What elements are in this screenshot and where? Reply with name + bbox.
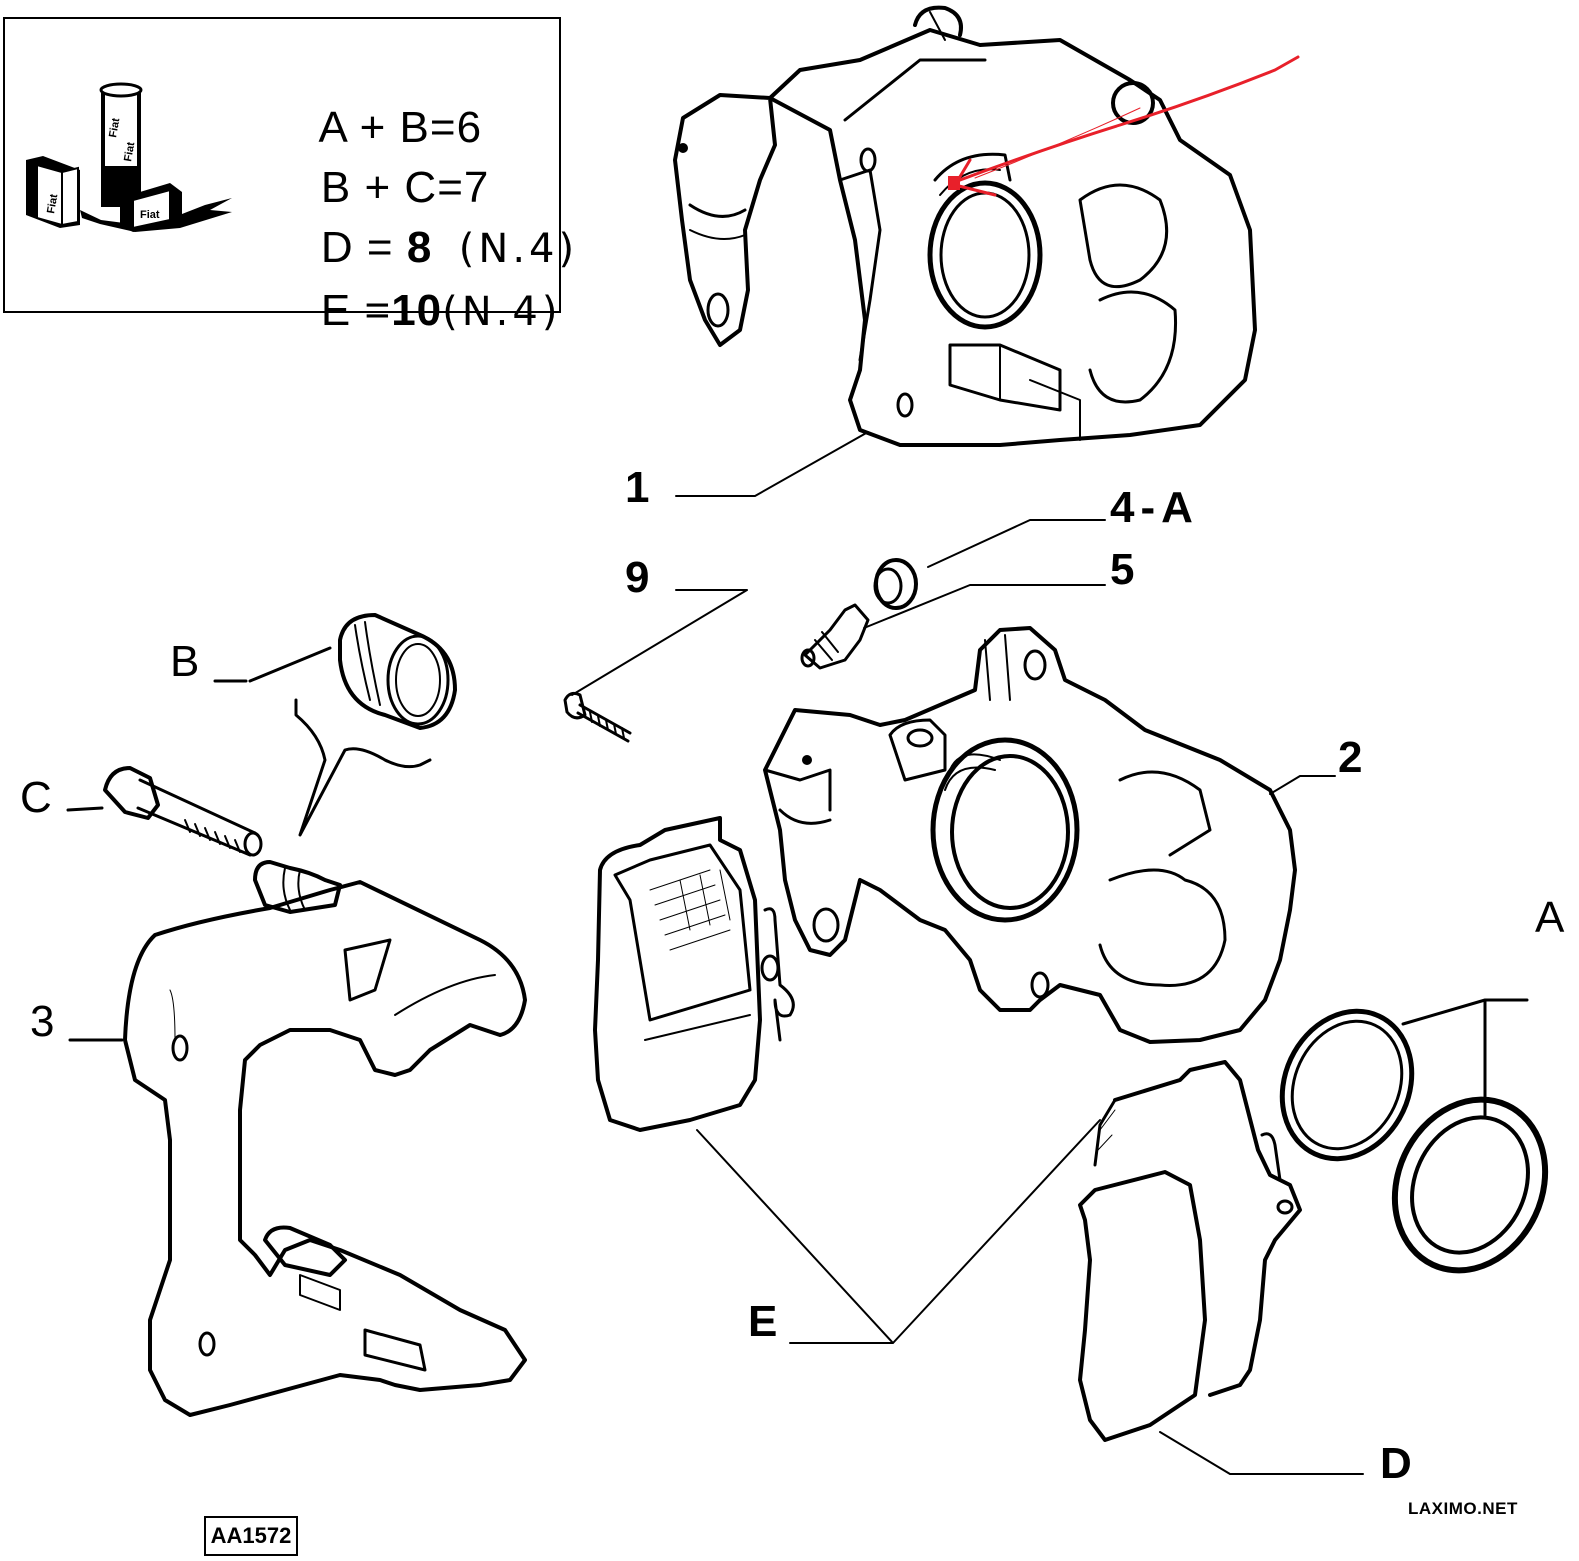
watermark: LAXIMO.NET: [1408, 1499, 1518, 1518]
leader-E: [696, 1119, 1101, 1344]
fiat-label: Fiat: [140, 209, 160, 221]
callout-E[interactable]: E: [748, 1297, 778, 1346]
fiat-label: Fiat: [45, 193, 60, 215]
callout-3[interactable]: 3: [30, 997, 55, 1046]
legend-eq: =: [366, 223, 394, 272]
bleed-screw-drawing[interactable]: [800, 584, 1106, 670]
callout-5[interactable]: 5: [1110, 545, 1135, 594]
legend-eq: =: [429, 103, 457, 152]
callout-2[interactable]: 2: [1338, 733, 1363, 782]
legend-qty: (N.4): [442, 289, 562, 335]
legend-line-d: D = 8 (N.4): [268, 173, 578, 323]
legend-line-ab: A + B=6: [268, 53, 482, 203]
callout-D[interactable]: D: [1380, 1439, 1412, 1488]
callout-4-a[interactable]: 4-A: [1110, 483, 1199, 532]
caliper-bracket-drawing[interactable]: [68, 860, 527, 1417]
reference-code: AA1572: [204, 1516, 298, 1556]
legend-value: 7: [463, 163, 490, 212]
callout-1[interactable]: 1: [625, 463, 650, 512]
leader-D: [1159, 1431, 1364, 1475]
red-arrow-annotation: [948, 55, 1300, 197]
guide-pin-boot-drawing[interactable]: [213, 613, 457, 837]
callout-A[interactable]: A: [1535, 893, 1565, 942]
legend-lhs: D: [320, 223, 354, 272]
legend-line-e: E =10(N.4): [268, 236, 561, 386]
fiat-label: Fiat: [107, 117, 122, 139]
brake-pad-right-drawing[interactable]: [1078, 1060, 1302, 1442]
legend-lhs: A + B: [318, 103, 430, 152]
callout-B[interactable]: B: [170, 637, 200, 686]
caliper-assembly-drawing[interactable]: [673, 5, 1257, 497]
guide-pin-bolt-drawing[interactable]: [66, 766, 263, 857]
legend-lhs: B + C: [320, 163, 438, 212]
piston-seals-drawing[interactable]: [1259, 990, 1573, 1295]
lubricant-legend: [3, 17, 561, 313]
bolt-drawing[interactable]: [563, 589, 748, 743]
legend-value: 6: [456, 103, 483, 152]
fiat-lubricant-cans-icon: Fiat Fiat Fiat Fiat: [26, 82, 232, 232]
fiat-label: Fiat: [122, 141, 137, 163]
legend-value: 10: [391, 286, 443, 335]
legend-line-bc: B + C=7: [268, 113, 489, 263]
legend-value: 8: [406, 223, 433, 272]
legend-lhs: E: [320, 286, 352, 335]
bleed-screw-cap-drawing[interactable]: [873, 519, 1106, 610]
callout-C[interactable]: C: [20, 773, 52, 822]
legend-qty: (N.4): [458, 226, 579, 272]
brake-pad-left-drawing[interactable]: [593, 816, 795, 1132]
legend-eq: =: [364, 286, 392, 335]
caliper-body-drawing[interactable]: [763, 626, 1336, 1044]
legend-eq: =: [437, 163, 464, 212]
callout-9[interactable]: 9: [625, 553, 650, 602]
